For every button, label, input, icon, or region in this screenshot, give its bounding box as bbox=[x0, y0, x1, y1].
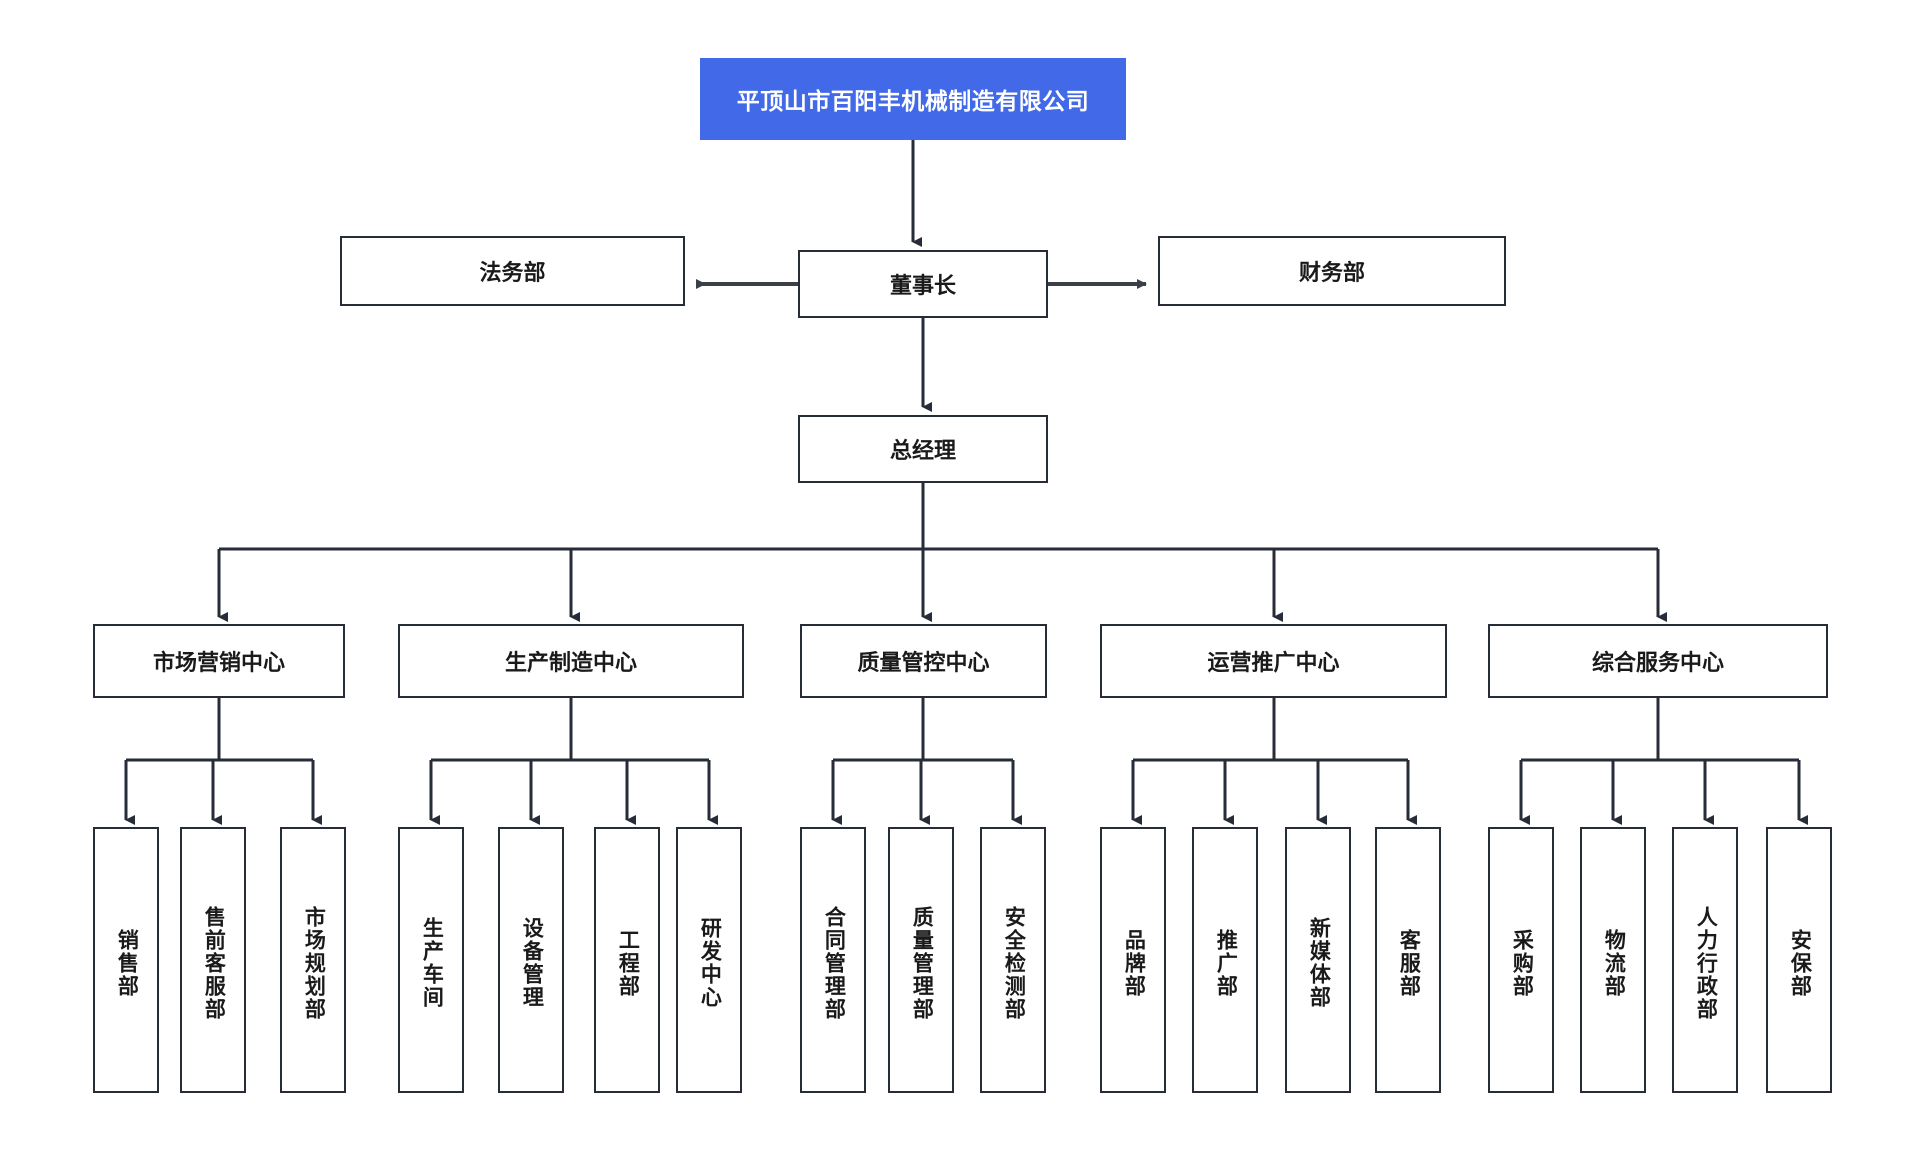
node-center-quality[interactable]: 质量管控中心 bbox=[800, 624, 1047, 698]
node-leaf-rnd-center[interactable]: 研发中心 bbox=[676, 827, 742, 1093]
node-label: 人力行政部 bbox=[1694, 905, 1718, 1021]
node-label: 总经理 bbox=[889, 438, 956, 463]
node-label: 工程部 bbox=[616, 928, 640, 998]
node-label: 客服部 bbox=[1397, 928, 1421, 998]
node-leaf-presales-service[interactable]: 售前客服部 bbox=[180, 827, 246, 1093]
node-label: 平顶山市百阳丰机械制造有限公司 bbox=[736, 88, 1090, 114]
node-label: 合同管理部 bbox=[822, 905, 846, 1021]
node-leaf-brand[interactable]: 品牌部 bbox=[1100, 827, 1166, 1093]
node-label: 销售部 bbox=[115, 928, 139, 998]
node-finance-department[interactable]: 财务部 bbox=[1158, 236, 1506, 306]
node-center-general-services[interactable]: 综合服务中心 bbox=[1488, 624, 1828, 698]
node-label: 综合服务中心 bbox=[1591, 650, 1724, 675]
node-leaf-hr-admin[interactable]: 人力行政部 bbox=[1672, 827, 1738, 1093]
node-leaf-promotion[interactable]: 推广部 bbox=[1192, 827, 1258, 1093]
node-label: 质量管理部 bbox=[910, 905, 934, 1021]
node-leaf-quality-management[interactable]: 质量管理部 bbox=[888, 827, 954, 1093]
node-label: 采购部 bbox=[1510, 928, 1534, 998]
node-label: 品牌部 bbox=[1122, 928, 1146, 998]
node-company-root[interactable]: 平顶山市百阳丰机械制造有限公司 bbox=[700, 58, 1126, 140]
node-legal-department[interactable]: 法务部 bbox=[340, 236, 685, 306]
node-leaf-contract-management[interactable]: 合同管理部 bbox=[800, 827, 866, 1093]
node-leaf-logistics[interactable]: 物流部 bbox=[1580, 827, 1646, 1093]
node-label: 售前客服部 bbox=[202, 905, 226, 1021]
node-leaf-security[interactable]: 安保部 bbox=[1766, 827, 1832, 1093]
node-center-marketing[interactable]: 市场营销中心 bbox=[93, 624, 345, 698]
node-leaf-new-media[interactable]: 新媒体部 bbox=[1285, 827, 1351, 1093]
node-leaf-procurement[interactable]: 采购部 bbox=[1488, 827, 1554, 1093]
node-center-manufacturing[interactable]: 生产制造中心 bbox=[398, 624, 744, 698]
node-label: 新媒体部 bbox=[1307, 917, 1331, 1009]
node-center-operations[interactable]: 运营推广中心 bbox=[1100, 624, 1447, 698]
node-leaf-customer-service[interactable]: 客服部 bbox=[1375, 827, 1441, 1093]
node-label: 推广部 bbox=[1214, 928, 1238, 998]
node-label: 市场规划部 bbox=[302, 905, 326, 1021]
node-leaf-equipment-management[interactable]: 设备管理 bbox=[498, 827, 564, 1093]
node-leaf-workshop[interactable]: 生产车间 bbox=[398, 827, 464, 1093]
node-label: 生产制造中心 bbox=[504, 650, 637, 675]
node-label: 安保部 bbox=[1788, 928, 1812, 998]
node-label: 研发中心 bbox=[698, 917, 722, 1009]
node-leaf-engineering[interactable]: 工程部 bbox=[594, 827, 660, 1093]
node-label: 生产车间 bbox=[420, 917, 444, 1009]
node-leaf-market-planning[interactable]: 市场规划部 bbox=[280, 827, 346, 1093]
node-leaf-safety-inspection[interactable]: 安全检测部 bbox=[980, 827, 1046, 1093]
node-label: 运营推广中心 bbox=[1207, 650, 1340, 675]
node-label: 市场营销中心 bbox=[152, 650, 285, 675]
node-label: 质量管控中心 bbox=[857, 650, 990, 675]
node-label: 设备管理 bbox=[520, 917, 544, 1009]
node-leaf-sales[interactable]: 销售部 bbox=[93, 827, 159, 1093]
node-label: 物流部 bbox=[1602, 928, 1626, 998]
node-label: 安全检测部 bbox=[1002, 905, 1026, 1021]
node-general-manager[interactable]: 总经理 bbox=[798, 415, 1048, 483]
node-label: 董事长 bbox=[889, 273, 956, 298]
node-label: 法务部 bbox=[479, 260, 546, 285]
node-chairman[interactable]: 董事长 bbox=[798, 250, 1048, 318]
node-label: 财务部 bbox=[1298, 260, 1365, 285]
